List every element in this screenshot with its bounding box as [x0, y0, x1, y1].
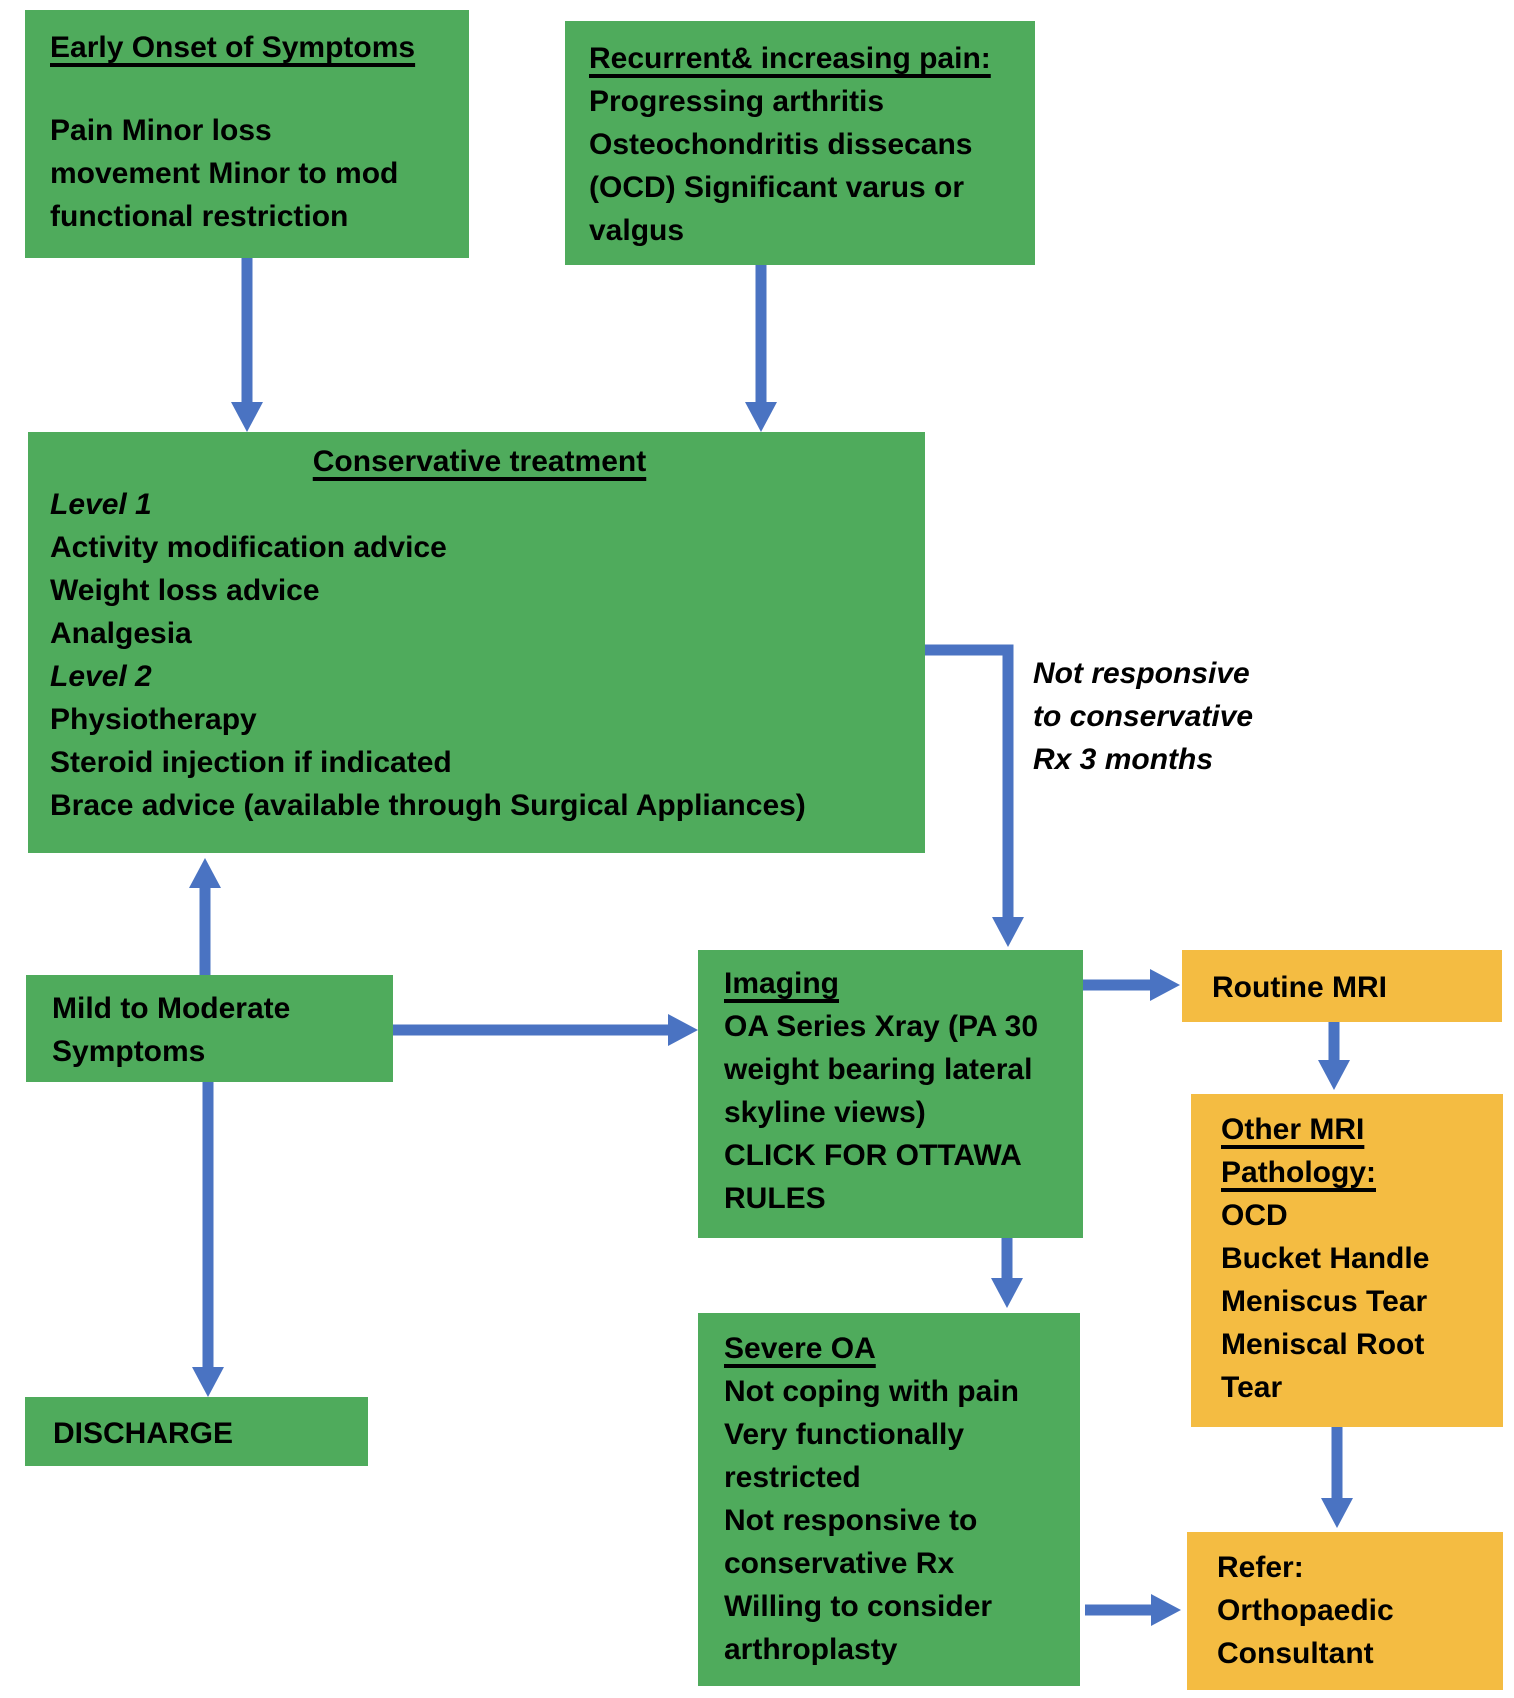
- refer-line: Consultant: [1217, 1637, 1374, 1670]
- arrow-mild-to-discharge-down: [192, 1082, 224, 1397]
- recurrent-line: Osteochondritis dissecans: [589, 128, 973, 161]
- severe-oa-line: Willing to consider: [724, 1590, 993, 1623]
- imaging-title: Imaging: [724, 967, 840, 1000]
- discharge-label: DISCHARGE: [53, 1417, 234, 1450]
- severe-oa-line: restricted: [724, 1461, 861, 1494]
- ottawa-rules-link[interactable]: CLICK FOR OTTAWA: [724, 1139, 1022, 1172]
- imaging-line: weight bearing lateral: [724, 1053, 1033, 1086]
- severe-oa-line: Not responsive to: [724, 1504, 978, 1537]
- other-mri-line: Tear: [1221, 1371, 1283, 1404]
- mild-to-moderate-symptoms-box: Mild to Moderate Symptoms: [26, 975, 393, 1082]
- conservative-title: Conservative treatment: [312, 445, 647, 478]
- arrow-other-mri-to-refer-down: [1321, 1427, 1353, 1528]
- severe-oa-line: arthroplasty: [724, 1633, 898, 1666]
- conservative-item: Activity modification advice: [50, 531, 447, 564]
- early-onset-symptoms-box: Early Onset of Symptoms Pain Minor loss …: [25, 10, 469, 258]
- refer-line: Refer:: [1217, 1551, 1304, 1584]
- discharge-box: DISCHARGE: [25, 1397, 368, 1466]
- arrow-routine-mri-to-other-mri-down: [1318, 1022, 1350, 1090]
- imaging-box: Imaging OA Series Xray (PA 30 weight bea…: [698, 950, 1083, 1238]
- other-mri-pathology-box: Other MRI Pathology: OCD Bucket Handle M…: [1191, 1094, 1503, 1427]
- recurrent-line: valgus: [589, 214, 685, 247]
- mild-line: Mild to Moderate: [52, 992, 291, 1025]
- conservative-item: Analgesia: [50, 617, 192, 650]
- mild-line: Symptoms: [52, 1035, 206, 1068]
- early-onset-title: Early Onset of Symptoms: [50, 31, 416, 64]
- severe-oa-line: Not coping with pain: [724, 1375, 1019, 1408]
- severe-oa-line: conservative Rx: [724, 1547, 955, 1580]
- arrow-severe-to-refer-right: [1085, 1594, 1181, 1626]
- severe-oa-line: Very functionally: [724, 1418, 965, 1451]
- conservative-treatment-box: Conservative treatment Level 1 Activity …: [28, 432, 925, 853]
- other-mri-title: Pathology:: [1221, 1156, 1376, 1189]
- conservative-item: Steroid injection if indicated: [50, 746, 452, 779]
- routine-mri-box: Routine MRI: [1182, 950, 1502, 1022]
- level2-label: Level 2: [50, 660, 152, 693]
- ottawa-rules-link[interactable]: RULES: [724, 1182, 826, 1215]
- recurrent-increasing-pain-box: Recurrent& increasing pain: Progressing …: [565, 21, 1035, 265]
- routine-mri-label: Routine MRI: [1212, 971, 1387, 1004]
- conservative-item: Weight loss advice: [50, 574, 320, 607]
- level1-label: Level 1: [50, 488, 152, 521]
- early-onset-line: movement Minor to mod: [50, 157, 399, 190]
- severe-oa-box: Severe OA Not coping with pain Very func…: [698, 1313, 1080, 1686]
- other-mri-line: Meniscal Root: [1221, 1328, 1425, 1361]
- arrow-conservative-to-imaging-elbow: [925, 644, 1024, 947]
- arrow-early-onset-to-conservative: [231, 258, 263, 432]
- conservative-item: Physiotherapy: [50, 703, 257, 736]
- other-mri-title: Other MRI: [1221, 1113, 1365, 1146]
- annotation-line: Rx 3 months: [1033, 743, 1214, 776]
- annotation-line: to conservative: [1033, 700, 1254, 733]
- not-responsive-annotation: Not responsive to conservative Rx 3 mont…: [1033, 652, 1323, 781]
- other-mri-line: Bucket Handle: [1221, 1242, 1430, 1275]
- conservative-item: Brace advice (available through Surgical…: [50, 789, 806, 822]
- other-mri-line: OCD: [1221, 1199, 1288, 1232]
- other-mri-line: Meniscus Tear: [1221, 1285, 1428, 1318]
- arrow-mild-to-conservative-up: [189, 858, 221, 975]
- recurrent-line: (OCD) Significant varus or: [589, 171, 965, 204]
- arrow-imaging-to-severe-down: [991, 1238, 1023, 1308]
- arrow-mild-to-imaging-right: [393, 1014, 698, 1046]
- severe-oa-title: Severe OA: [724, 1332, 876, 1365]
- refer-orthopaedic-consultant-box: Refer: Orthopaedic Consultant: [1187, 1532, 1503, 1690]
- early-onset-line: functional restriction: [50, 200, 349, 233]
- imaging-line: skyline views): [724, 1096, 926, 1129]
- arrow-imaging-to-routine-mri-right: [1083, 969, 1180, 1001]
- recurrent-line: Progressing arthritis: [589, 85, 885, 118]
- early-onset-line: Pain Minor loss: [50, 114, 272, 147]
- annotation-line: Not responsive: [1033, 657, 1250, 690]
- recurrent-title: Recurrent& increasing pain:: [589, 42, 991, 75]
- refer-line: Orthopaedic: [1217, 1594, 1394, 1627]
- arrow-recurrent-to-conservative: [745, 265, 777, 432]
- imaging-line: OA Series Xray (PA 30: [724, 1010, 1039, 1043]
